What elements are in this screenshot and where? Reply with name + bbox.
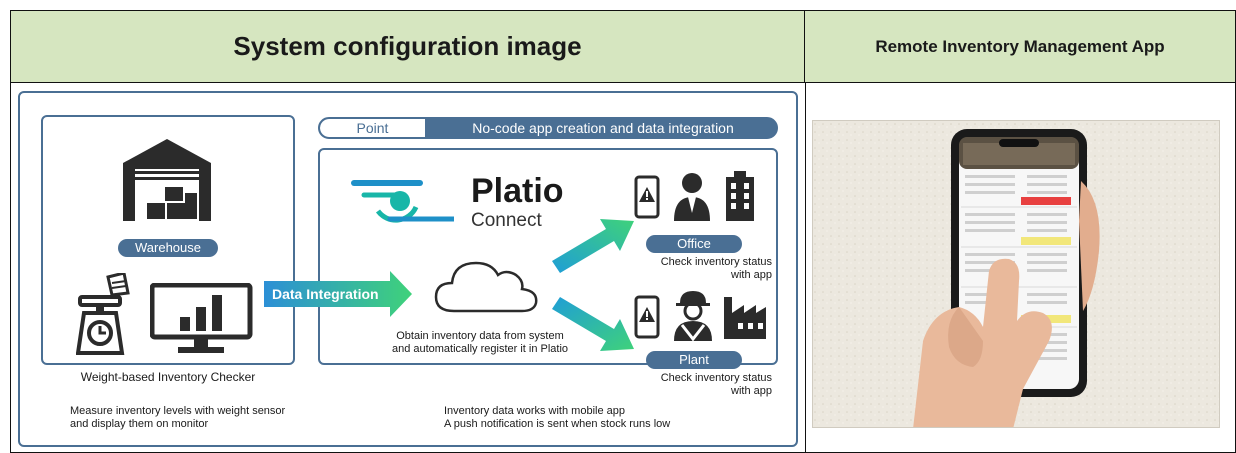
warehouse-pill: Warehouse — [118, 239, 218, 257]
warehouse-panel — [41, 115, 295, 365]
platio-sub: Connect — [471, 210, 542, 231]
point-label: Point — [320, 119, 425, 137]
point-bar: Point No-code app creation and data inte… — [318, 117, 778, 139]
remote-app-title: Remote Inventory Management App — [805, 11, 1235, 83]
system-configuration-title: System configuration image — [11, 11, 805, 83]
left-caption-line1: Measure inventory levels with weight sen… — [70, 405, 286, 417]
office-building-icon — [726, 171, 754, 221]
smartphone-alert-icon — [634, 175, 660, 219]
layout-table: System configuration image Remote Invent… — [10, 10, 1236, 453]
warehouse-icon — [123, 139, 211, 221]
checker-label: Weight-based Inventory Checker — [80, 370, 256, 384]
platio-logo-icon — [351, 180, 454, 223]
app-photo — [812, 120, 1220, 428]
data-integration-arrow — [264, 271, 412, 317]
column-divider — [805, 83, 806, 453]
platio-panel — [318, 148, 778, 365]
cloud-icon — [434, 261, 538, 313]
hardhat-worker-icon — [674, 291, 712, 341]
data-integration-label: Data Integration — [272, 286, 379, 302]
office-worker-icon — [674, 173, 710, 221]
left-caption-line2: and display them on monitor — [70, 418, 209, 430]
scale-icon — [76, 273, 130, 355]
factory-icon — [724, 297, 766, 339]
bottom-caption-line2: A push notification is sent when stock r… — [444, 418, 671, 430]
office-pill: Office — [646, 235, 742, 253]
platio-name: Platio — [471, 172, 564, 210]
phone-in-hand-image — [813, 121, 1219, 427]
cloud-caption-line1: Obtain inventory data from system — [396, 330, 564, 342]
point-text: No-code app creation and data integratio… — [472, 120, 734, 136]
bottom-caption-line1: Inventory data works with mobile app — [444, 405, 625, 417]
system-diagram: Point No-code app creation and data inte… — [18, 91, 798, 447]
plant-pill: Plant — [646, 351, 742, 369]
monitor-icon — [150, 283, 253, 353]
plant-caption-line2: with app — [731, 385, 772, 397]
plant-caption-line1: Check inventory status — [660, 372, 772, 384]
office-caption-line1: Check inventory status — [660, 256, 772, 268]
distribution-arrows — [552, 219, 634, 351]
office-caption-line2: with app — [731, 269, 772, 281]
smartphone-alert-icon — [634, 295, 660, 339]
cloud-caption-line2: and automatically register it in Platio — [391, 343, 569, 355]
